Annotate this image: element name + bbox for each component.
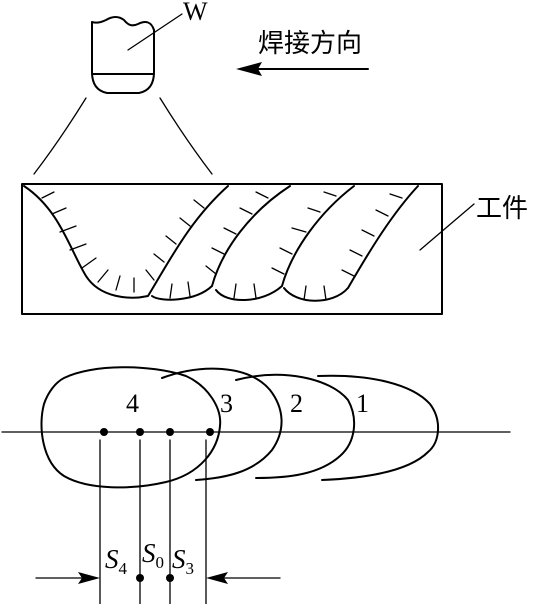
pool-label-1: 1 [356,389,369,418]
electrode-leader-line [127,13,183,51]
pool-outline-3 [161,367,283,481]
arc-right-line [159,97,213,175]
arc-left-line [33,97,87,175]
fusion-profile-3 [151,185,291,301]
dimension-arrow-right [206,572,228,584]
spacing-label-s4: S4 [105,544,128,578]
electrode-body [91,16,155,94]
fusion-profile-2 [215,185,355,302]
workpiece: 工件 [21,183,528,315]
fusion-profiles [23,185,419,302]
direction-arrowhead [236,62,262,76]
dimension-dot [166,574,174,582]
dimension-dot [136,574,144,582]
electrode: W [91,0,208,94]
welding-direction-label: 焊接方向 [258,29,362,59]
spacing-label-s3: S3 [172,544,194,578]
extension-lines [99,439,207,604]
fusion-profile-1 [283,185,419,302]
pool-label-4: 4 [126,389,139,418]
fusion-hatching [41,191,403,301]
pool-label-2: 2 [290,389,303,418]
spacing-label-s0: S0 [142,538,164,572]
pool-outline-2 [235,373,356,479]
pool-outline-4 [40,366,222,489]
pool-center-dot [166,428,174,436]
welding-direction: 焊接方向 [236,29,369,76]
pool-outline-1 [317,374,439,481]
pool-outlines [40,366,439,489]
workpiece-label: 工件 [476,194,528,224]
workpiece-outline [21,183,443,315]
pool-center-dot [206,428,214,436]
pool-centers [100,428,214,436]
electrode-label: W [183,0,208,26]
pool-label-3: 3 [220,389,233,418]
spacing-dimension [35,572,281,584]
pool-center-dot [136,428,144,436]
workpiece-leader-line [419,203,475,251]
pool-center-dot [100,428,108,436]
dimension-arrow-left [78,572,100,584]
fusion-profile-4 [23,185,229,299]
